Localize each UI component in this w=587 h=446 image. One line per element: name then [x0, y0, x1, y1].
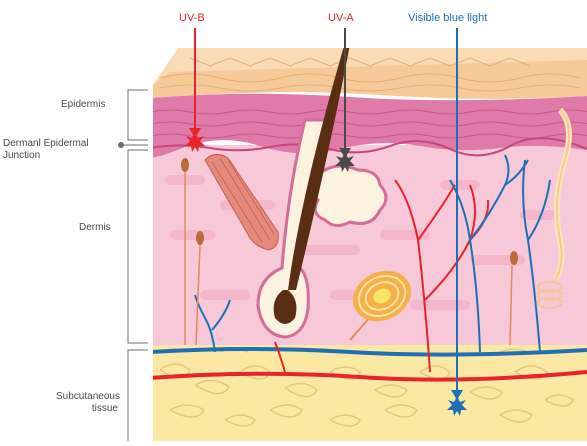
junction-dot: [118, 142, 124, 148]
layer-brackets: [121, 90, 148, 441]
subcutaneous-label-line1: Subcutaneous: [56, 391, 118, 403]
dermis-label: Dermis: [79, 222, 111, 234]
subcutaneous-bracket: [128, 350, 148, 441]
junction-label-line1: Dermanl Epidermal: [3, 138, 89, 150]
uva-label: UV-A: [328, 12, 354, 25]
epidermis-label: Epidermis: [61, 99, 105, 111]
epidermis-bracket: [128, 90, 148, 140]
dermis-bracket: [128, 150, 148, 343]
junction-label-line2: Junction: [3, 150, 40, 162]
blue-light-label: Visible blue light: [408, 12, 487, 25]
uvb-label: UV-B: [179, 12, 205, 25]
subcutaneous-fat-layer: [150, 340, 587, 441]
subcutaneous-label-line2: tissue: [56, 403, 118, 415]
skin-block: [148, 32, 587, 441]
